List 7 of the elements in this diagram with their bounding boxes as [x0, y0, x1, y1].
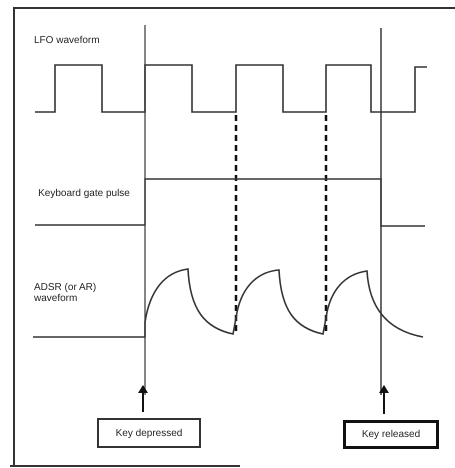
waveform-label: LFO waveform [34, 35, 101, 46]
event-label-box: Key released [343, 420, 439, 449]
waveform-label: ADSR (or AR) waveform [34, 282, 98, 304]
arrow [379, 385, 389, 414]
arrow [138, 385, 148, 412]
event-label-box: Key depressed [97, 418, 201, 448]
waveform-label: Keyboard gate pulse [37, 188, 131, 199]
